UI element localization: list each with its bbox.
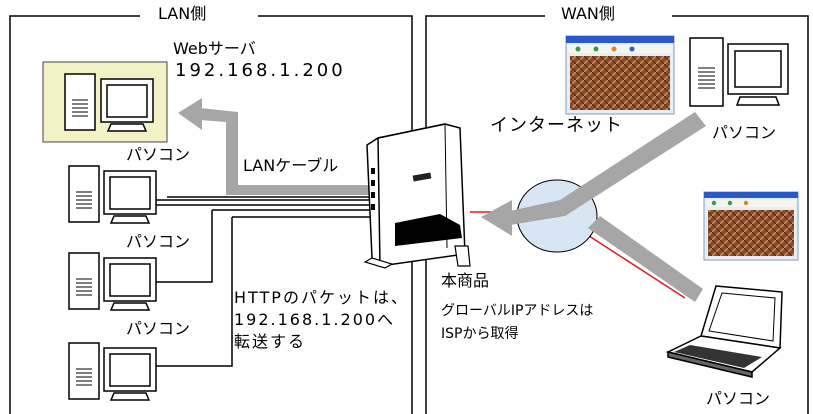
web-server-icon [64, 73, 154, 132]
global-ip-note-line1: グローバルIPアドレスは [441, 303, 594, 319]
browser-screenshot-icon [703, 191, 799, 261]
desktop-pc-icon [68, 342, 157, 401]
pc-label-wan-top: パソコン [712, 123, 777, 142]
browser-screenshot-icon [565, 35, 675, 115]
lan-frame [9, 15, 413, 414]
http-note-line2: 192.168.1.200へ [234, 310, 396, 329]
lan-cable-label: LANケーブル [243, 156, 339, 175]
lan-section-title: LAN側 [152, 5, 213, 23]
internet-label: インターネット [490, 115, 623, 136]
desktop-pc-icon [68, 165, 157, 224]
pc-label-lan-1: パソコン [126, 145, 191, 164]
desktop-pc-icon [68, 252, 157, 311]
pc-label-lan-3: パソコン [126, 319, 191, 338]
pc-label-wan-laptop: パソコン [706, 389, 771, 408]
web-server-label: Webサーバ [173, 39, 256, 58]
pc-label-lan-2: パソコン [126, 232, 191, 251]
router-icon [363, 123, 471, 269]
desktop-pc-icon [689, 37, 789, 107]
laptop-icon [665, 285, 783, 378]
web-server-ip: 192.168.1.200 [175, 60, 346, 81]
wan-frame [425, 15, 809, 414]
wan-section-title: WAN側 [555, 5, 621, 23]
product-label: 本商品 [441, 271, 490, 290]
packet-arrows [178, 98, 706, 302]
global-ip-note-line2: ISPから取得 [441, 326, 519, 342]
lan-cables [150, 196, 372, 367]
http-note-line1: HTTPのパケットは、 [234, 288, 409, 307]
http-note-line3: 転送する [234, 332, 307, 351]
